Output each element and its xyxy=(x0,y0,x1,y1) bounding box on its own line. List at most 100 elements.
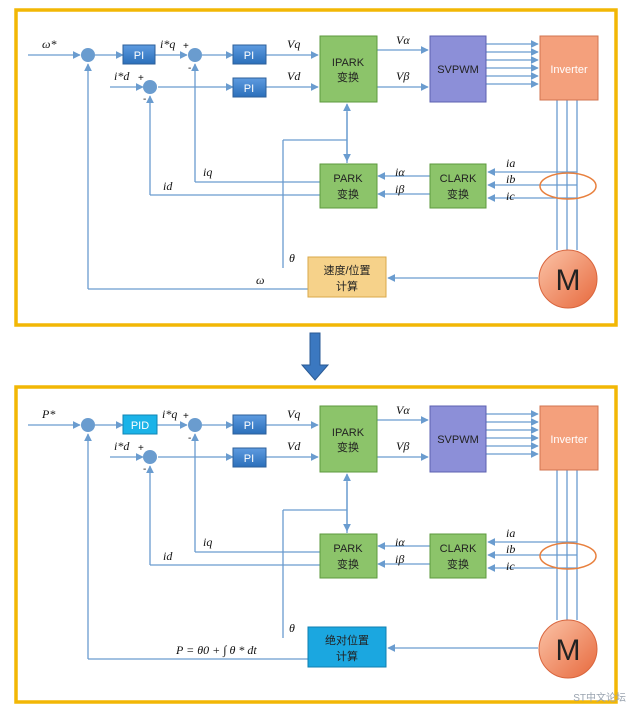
top-sum-speed xyxy=(81,48,95,62)
top-ialpha: iα xyxy=(395,165,405,179)
bottom-iq-fb: iq xyxy=(203,535,212,549)
top-svpwm-label: SVPWM xyxy=(437,64,479,76)
top-pi-q-block xyxy=(232,44,267,65)
bottom-pi-q-label: PI xyxy=(244,420,254,432)
bottom-park-label-2: 变换 xyxy=(337,557,359,571)
top-motor-label: M xyxy=(556,264,581,297)
top-theta: θ xyxy=(289,251,295,265)
top-ic: ic xyxy=(506,189,515,203)
top-pi-speed-block xyxy=(122,44,156,65)
bottom-pid-label: PID xyxy=(131,420,149,432)
bottom-clark-block xyxy=(429,533,487,579)
top-id-fb: id xyxy=(163,179,173,193)
forum-watermark: ST中文论坛 xyxy=(573,693,626,704)
top-vq: Vq xyxy=(287,37,300,51)
bottom-clark-label-2: 变换 xyxy=(447,557,469,571)
top-ipark-block xyxy=(319,35,378,103)
top-calc-label: 速度/位置 xyxy=(323,263,370,277)
bottom-clark-label: CLARK xyxy=(440,543,477,555)
top-sum-iq xyxy=(188,48,202,62)
top-park-label-2: 变换 xyxy=(337,187,359,201)
bottom-motor xyxy=(538,619,598,679)
svg-text:-: - xyxy=(188,63,191,74)
bottom-ipark-label-2: 变换 xyxy=(337,440,359,454)
top-svpwm-block xyxy=(429,35,487,103)
bottom-position-formula: P = θ0 + ∫ θ * dt xyxy=(175,643,257,657)
svg-text:+: + xyxy=(138,73,144,84)
bottom-valpha: Vα xyxy=(396,403,410,417)
bottom-ib: ib xyxy=(506,542,515,556)
top-park-label: PARK xyxy=(333,173,363,185)
top-pi-q-label: PI xyxy=(244,50,254,62)
bottom-pid-block xyxy=(122,414,158,435)
top-pi-speed-label: PI xyxy=(134,50,144,62)
top-sum-id xyxy=(143,80,157,94)
bottom-vbeta: Vβ xyxy=(396,439,409,453)
top-valpha: Vα xyxy=(396,33,410,47)
bottom-sum-iq xyxy=(188,418,202,432)
top-ipark-label-2: 变换 xyxy=(337,70,359,84)
bottom-ipark-label: IPARK xyxy=(332,427,365,439)
bottom-vd: Vd xyxy=(287,439,301,453)
top-iq-ref: i*q xyxy=(160,37,175,51)
bottom-ipark-block xyxy=(319,405,378,473)
svg-text:+: + xyxy=(183,411,189,422)
bottom-pi-d-label: PI xyxy=(244,453,254,465)
bottom-pi-d-block xyxy=(232,447,267,468)
bottom-calc-label: 绝对位置 xyxy=(325,633,369,647)
bottom-id-fb: id xyxy=(163,549,173,563)
bottom-motor-label: M xyxy=(556,634,581,667)
svg-text:+: + xyxy=(138,443,144,454)
bottom-ibeta: iβ xyxy=(395,552,404,566)
bottom-vq: Vq xyxy=(287,407,300,421)
top-clark-label-2: 变换 xyxy=(447,187,469,201)
top-omega-fb: ω xyxy=(256,273,264,287)
top-current-sensor xyxy=(539,172,597,200)
bottom-current-sensor xyxy=(539,542,597,570)
top-vbeta: Vβ xyxy=(396,69,409,83)
top-ia: ia xyxy=(506,156,515,170)
top-calc-label-2: 计算 xyxy=(336,279,358,293)
bottom-signal-lines xyxy=(28,410,578,660)
top-park-block xyxy=(319,163,378,209)
top-clark-label: CLARK xyxy=(440,173,477,185)
top-vd: Vd xyxy=(287,69,301,83)
bottom-calc-label-2: 计算 xyxy=(336,649,358,663)
bottom-inverter-block xyxy=(539,405,599,471)
bottom-svpwm-label: SVPWM xyxy=(437,434,479,446)
bottom-theta: θ xyxy=(289,621,295,635)
bottom-inverter-label: Inverter xyxy=(550,434,588,446)
bottom-sum-id xyxy=(143,450,157,464)
bottom-position-ref: P* xyxy=(41,407,55,421)
bottom-svpwm-block xyxy=(429,405,487,473)
top-inverter-block xyxy=(539,35,599,101)
top-calc-block xyxy=(307,256,387,298)
top-ipark-label: IPARK xyxy=(332,57,365,69)
bottom-park-block xyxy=(319,533,378,579)
top-motor xyxy=(538,249,598,309)
top-id-ref: i*d xyxy=(114,69,130,83)
top-ib: ib xyxy=(506,172,515,186)
top-pi-d-block xyxy=(232,77,267,98)
top-clark-block xyxy=(429,163,487,209)
bottom-sum-position xyxy=(81,418,95,432)
top-omega-ref: ω* xyxy=(42,37,56,51)
top-inverter-label: Inverter xyxy=(550,64,588,76)
bottom-calc-block xyxy=(307,626,387,668)
bottom-id-ref: i*d xyxy=(114,439,130,453)
bottom-iq-ref: i*q xyxy=(162,407,177,421)
bottom-ic: ic xyxy=(506,559,515,573)
top-ibeta: iβ xyxy=(395,182,404,196)
bottom-diagram: +- +- PID PI PI IPARK 变换 SVPWM Inverter … xyxy=(14,385,618,704)
svg-text:-: - xyxy=(188,433,191,444)
top-iq-fb: iq xyxy=(203,165,212,179)
bottom-ialpha: iα xyxy=(395,535,405,549)
svg-text:+: + xyxy=(183,41,189,52)
bottom-ia: ia xyxy=(506,526,515,540)
bottom-park-label: PARK xyxy=(333,543,363,555)
svg-text:-: - xyxy=(143,94,146,105)
svg-text:-: - xyxy=(143,464,146,475)
top-signal-lines xyxy=(28,40,578,290)
top-pi-d-label: PI xyxy=(244,83,254,95)
